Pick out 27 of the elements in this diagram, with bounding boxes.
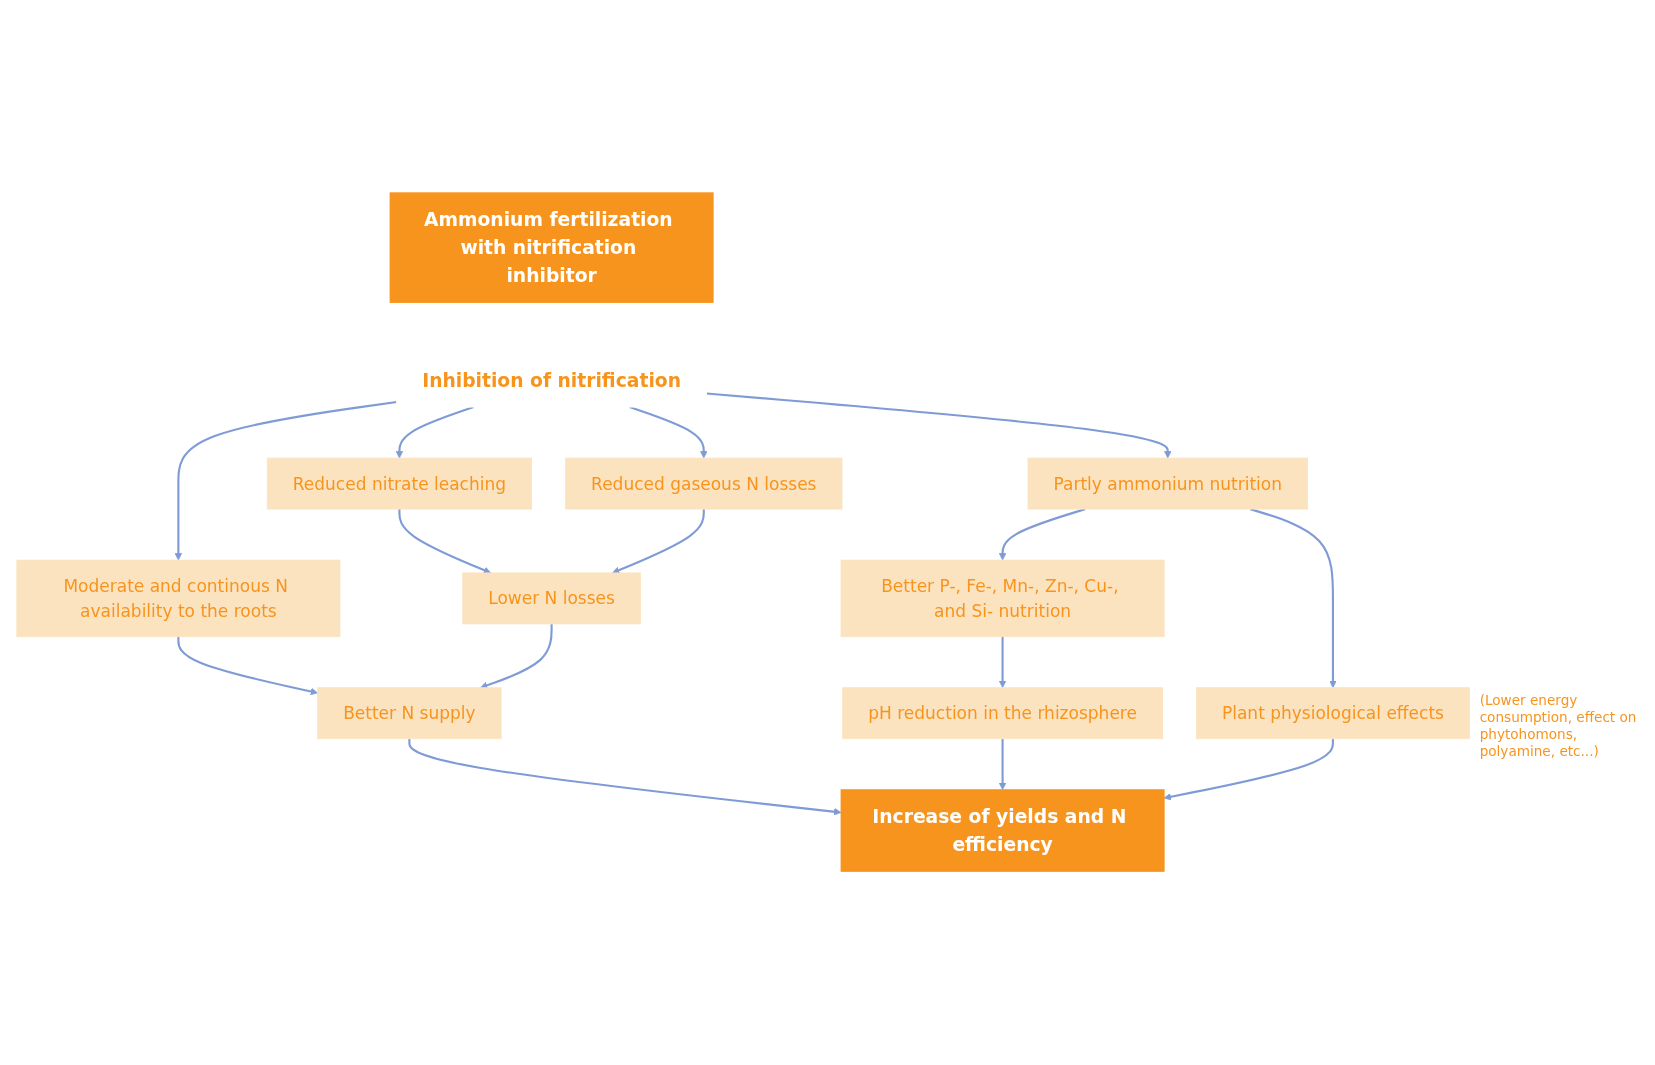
node-box: Moderate and continous N availability to the roots: [16, 560, 341, 638]
node-box: Partly ammonium nutrition: [1027, 458, 1308, 510]
node-box: Better N supply: [317, 687, 502, 740]
note-text: (Lower energy consumption, effect on phytohomons, polyamine, etc...): [1479, 692, 1637, 760]
node-text: Inhibition of nitrification: [422, 370, 681, 392]
node-box: Better P-, Fe-, Mn-, Zn-, Cu-, and Si- nutrition: [840, 560, 1165, 638]
arrow: [998, 739, 1007, 791]
arrow: [629, 406, 708, 459]
node-box: pH reduction in the rhizosphere: [842, 687, 1163, 740]
arrow: [706, 392, 1172, 459]
arrow: [480, 624, 553, 690]
node-box: Lower N losses: [462, 572, 641, 625]
node-box: Ammonium fertilization with nitrification inhibitor: [389, 192, 714, 304]
arrow: [408, 739, 842, 816]
arrow: [395, 406, 474, 459]
arrow: [177, 637, 318, 696]
arrow: [998, 637, 1007, 689]
arrow: [174, 401, 397, 561]
node-box: Reduced gaseous N losses: [565, 458, 843, 510]
node-box: Reduced nitrate leaching: [266, 458, 532, 510]
arrow: [398, 509, 492, 575]
node-box: Increase of yields and N efficiency: [840, 789, 1165, 873]
arrow: [612, 509, 705, 575]
arrow: [998, 508, 1086, 561]
arrow: [1163, 739, 1335, 801]
arrow: [1250, 508, 1337, 689]
node-box: Plant physiological effects: [1196, 687, 1470, 740]
